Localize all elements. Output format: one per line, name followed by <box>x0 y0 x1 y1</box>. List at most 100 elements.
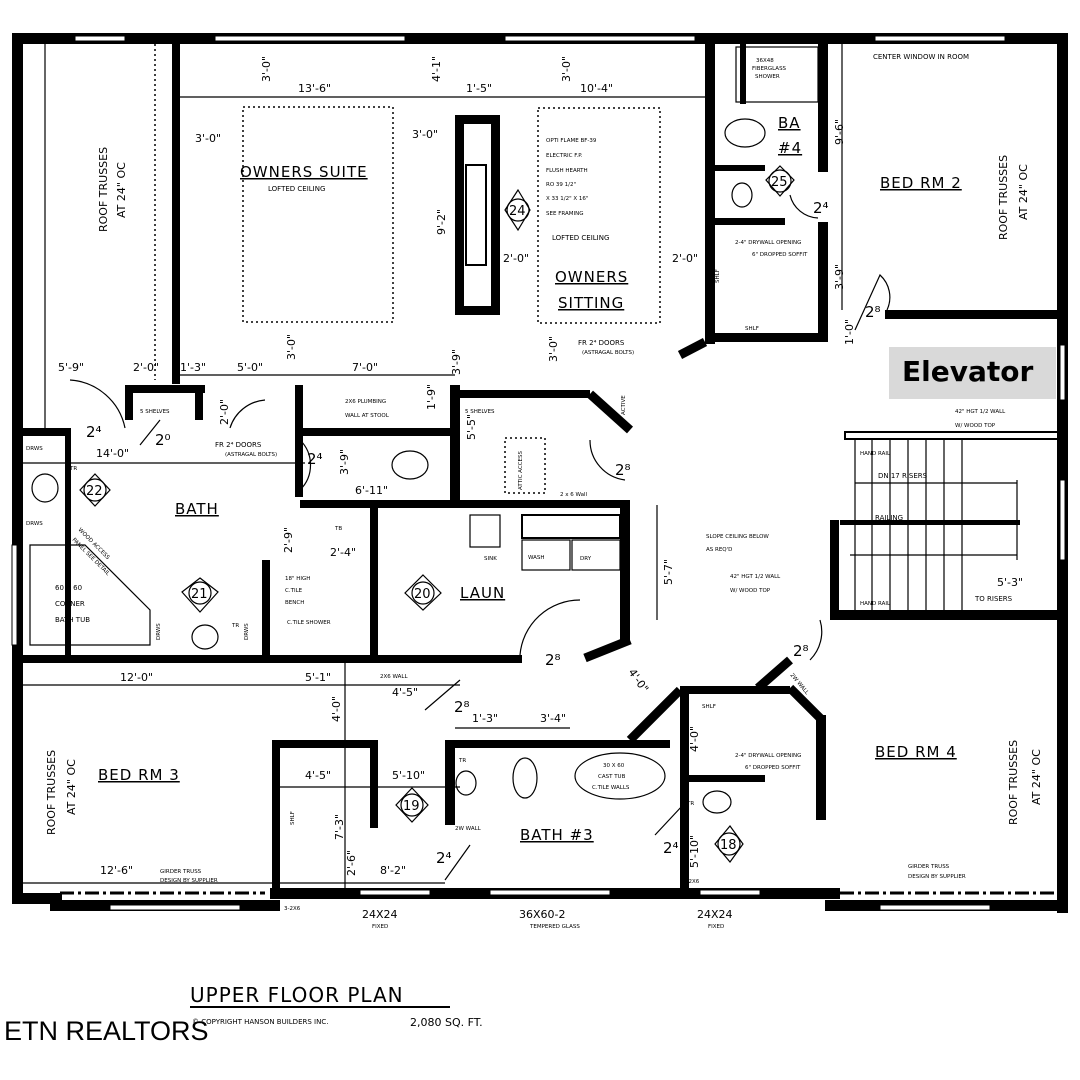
note: DRWS <box>26 521 43 527</box>
door-size: 2⁸ <box>865 303 881 321</box>
svg-text:24: 24 <box>509 204 526 219</box>
door-size: 2⁴ <box>813 199 829 217</box>
dimension: 3'-0" <box>560 56 573 82</box>
note: TR <box>686 801 694 807</box>
note: 3-2X6 <box>284 906 301 912</box>
note: SEE FRAMING <box>546 211 583 217</box>
note: SHLF <box>745 326 759 332</box>
dimension: 14'-0" <box>96 447 129 460</box>
note: RO 39 1/2" <box>546 182 576 188</box>
dimension: 5'-10" <box>392 769 425 782</box>
note: (ASTRAGAL BOLTS) <box>582 350 634 356</box>
dimension: 4'-0" <box>626 666 652 695</box>
dimension: 3'-4" <box>540 712 566 725</box>
room-laundry: LAUN <box>460 584 505 602</box>
note: C.TILE WALLS <box>592 785 630 791</box>
note: 2-4" DRYWALL OPENING <box>735 240 801 246</box>
window-label: FIXED <box>708 924 724 930</box>
dimension: 3'-0" <box>285 334 298 360</box>
copyright: © COPYRIGHT HANSON BUILDERS INC. <box>192 1018 328 1026</box>
dimension: 1'-3" <box>472 712 498 725</box>
sink-icon <box>731 182 753 208</box>
note: LOFTED CEILING <box>268 185 325 193</box>
windows <box>11 35 1066 911</box>
note: DRWS <box>244 623 250 640</box>
note: WASH <box>528 555 545 561</box>
room-ba-4: BA <box>778 114 801 132</box>
dryer-icon <box>571 539 621 571</box>
note: BENCH <box>285 600 304 606</box>
note: HAND RAIL <box>860 451 891 457</box>
elevator-label-box <box>889 347 1056 399</box>
dimension: 2'-9" <box>282 527 295 553</box>
note: 42" HGT 1/2 WALL <box>730 574 781 580</box>
note: DRWS <box>26 446 43 452</box>
dimension: 3'-9" <box>450 349 463 375</box>
dimension: 7'-0" <box>352 361 378 374</box>
note: FR 2⁴ DOORS <box>215 441 262 449</box>
bathtub-icon <box>574 752 666 800</box>
window-label: FIXED <box>372 924 388 930</box>
note: TR <box>458 758 466 764</box>
svg-text:25: 25 <box>771 175 788 190</box>
note: 5 SHELVES <box>465 409 495 415</box>
note: ACTIVE <box>621 395 627 415</box>
dimension: 9'-2" <box>435 209 448 235</box>
room-bed-3: BED RM 3 <box>98 766 180 784</box>
dimension: 5'-3" <box>997 576 1023 589</box>
dimension: 2'-4" <box>330 546 356 559</box>
note: FIBERGLASS <box>752 66 787 72</box>
window-label: TEMPERED GLASS <box>529 924 580 930</box>
note: DRY <box>580 556 592 562</box>
dimension: 3'-9" <box>833 264 846 290</box>
shower-icon <box>735 46 819 103</box>
note: HAND RAIL <box>860 601 891 607</box>
note: 2 x 6 Wall <box>560 492 587 498</box>
note: X 33 1/2" X 16" <box>546 196 588 202</box>
note: GIRDER TRUSS <box>908 864 950 870</box>
dimension: 2'-0" <box>218 399 231 425</box>
note: 2-4" DRYWALL OPENING <box>735 753 801 759</box>
window-label: 24X24 <box>697 908 733 921</box>
note: CAST TUB <box>598 774 626 780</box>
room-owners-sitting: SITTING <box>558 294 624 312</box>
dimension: 4'-5" <box>392 686 418 699</box>
corner-tub-icon <box>29 544 151 646</box>
dimension: 4'-1" <box>430 56 443 82</box>
window-label: 36X60-2 <box>519 908 566 921</box>
note: DESIGN BY SUPPLIER <box>908 874 966 880</box>
window-label: 24X24 <box>362 908 398 921</box>
dimension: 1'-3" <box>180 361 206 374</box>
note: 18" HIGH <box>285 576 310 582</box>
dimension: 9'-6" <box>833 119 846 145</box>
dimension: 2'-0" <box>672 252 698 265</box>
note: CORNER <box>55 600 85 608</box>
note: WALL AT STOOL <box>345 413 390 419</box>
note: W/ WOOD TOP <box>955 423 996 429</box>
note: OPTI FLAME BF-39 <box>546 138 597 144</box>
door-size: 2⁴ <box>436 849 452 867</box>
washer-icon <box>521 539 571 571</box>
laundry-sink-icon <box>469 514 501 548</box>
note: CENTER WINDOW IN ROOM <box>873 53 969 61</box>
note: TR <box>69 466 77 472</box>
dimension: 1'-0" <box>843 319 856 345</box>
room-tag-21: 21 <box>181 577 219 613</box>
dimension: 2'-0" <box>133 361 159 374</box>
dimension: 4'-0" <box>330 696 343 722</box>
room-tag-19: 19 <box>395 787 429 823</box>
svg-text:18: 18 <box>720 838 737 853</box>
note: SHLF <box>290 811 296 825</box>
attic-hatch <box>504 437 546 494</box>
square-footage: 2,080 SQ. FT. <box>410 1016 483 1029</box>
dimension: 2'-6" <box>345 850 358 876</box>
door-size: 2⁸ <box>793 642 809 660</box>
brand-watermark: ETN REALTORS <box>4 1016 209 1046</box>
room-tag-22: 22 <box>79 473 111 507</box>
dimension: 3'-0" <box>547 336 560 362</box>
note: ROOF TRUSSES <box>997 155 1010 240</box>
note: SLOPE CEILING BELOW <box>706 534 769 540</box>
note: TO RISERS <box>974 595 1013 603</box>
svg-text:21: 21 <box>191 587 208 602</box>
note: GIRDER TRUSS <box>160 869 202 875</box>
